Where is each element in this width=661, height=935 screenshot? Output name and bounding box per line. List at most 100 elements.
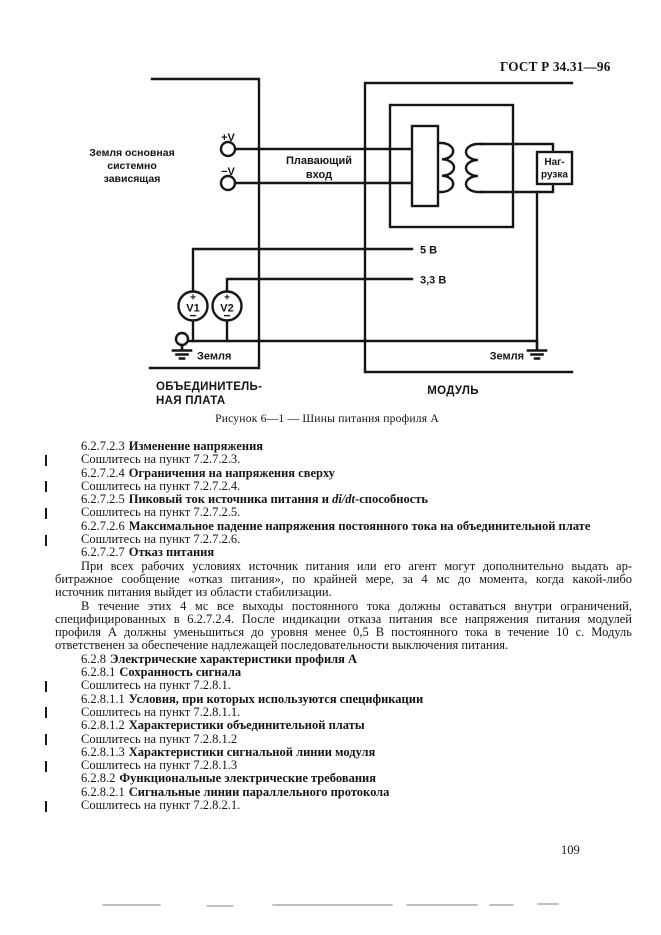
- text-run: Сошлитесь на пункт 7.2.8.1.1.: [81, 704, 241, 719]
- page-number: 109: [561, 843, 580, 857]
- text-run: Сошлитесь на пункт 7.2.7.2.6.: [81, 532, 241, 547]
- change-bar: [45, 760, 48, 772]
- converter-input-block: [410, 124, 440, 208]
- paragraph-line: ответственен за обеспечение надлежащей п…: [55, 639, 632, 652]
- change-bar: [45, 534, 48, 546]
- reference-line: Сошлитесь на пункт 7.2.7.2.5.: [45, 505, 632, 520]
- text-run: 6.2.8.1.3: [81, 744, 125, 759]
- text-run: Изменение напряжения: [128, 439, 264, 453]
- text-run: 6.2.8.2.1: [81, 784, 125, 799]
- v2-minus-sign: −: [223, 309, 230, 323]
- paragraph-line: При всех рабочих условиях источник питан…: [55, 560, 632, 573]
- backplane-label: ОБЪЕДИНИТЕЛЬ-: [156, 381, 262, 393]
- text-run: Сошлитесь на пункт 7.2.8.1.: [81, 678, 231, 693]
- module-outline: [363, 81, 574, 374]
- load-box: [535, 150, 574, 186]
- text-run: 6.2.8.1.1: [81, 691, 125, 706]
- text-run: Характеристики сигнальной линии модуля: [128, 744, 376, 759]
- ground-symbol-right: [526, 340, 548, 360]
- v1-minus-sign: −: [189, 309, 196, 323]
- ground-terminal: [174, 331, 190, 347]
- text-run: В течение этих 4 мс все выходы постоянно…: [81, 599, 632, 613]
- text-run: Характеристики объединительной платы: [128, 718, 365, 733]
- source-v2: [211, 290, 243, 322]
- text-run: Сошлитесь на пункт 7.2.7.2.5.: [81, 505, 241, 520]
- reference-line: Сошлитесь на пункт 7.2.8.1.3: [45, 758, 632, 772]
- floating-input-label: Плавающий: [286, 155, 352, 167]
- text-run: Ограничения на напряжения сверху: [128, 465, 335, 480]
- backplane-label: НАЯ ПЛАТА: [156, 395, 225, 407]
- text-run: Максимальное падение напряжения постоянн…: [128, 518, 591, 533]
- text-run: Отказ питания: [128, 545, 215, 560]
- text-run: 6.2.7.2.4: [81, 465, 125, 480]
- change-bar: [45, 481, 48, 493]
- terminal-plus-v: [219, 140, 237, 158]
- doc-number: ГОСТ Р 34.31—96: [500, 59, 611, 74]
- text-run: 6.2.8.2: [81, 771, 116, 786]
- plus-v-label: +V: [221, 132, 235, 144]
- text-run: Сигнальные линии параллельного протокола: [128, 784, 390, 799]
- text-run: специфицированных в 6.2.7.2.4. После инд…: [55, 612, 632, 626]
- paragraph-line: профиля А должны уменьшиться до уровня м…: [55, 626, 632, 639]
- text-run: -способность: [355, 492, 428, 507]
- text-run: Сошлитесь на пункт 7.2.7.2.4.: [81, 478, 241, 493]
- change-bar: [45, 800, 48, 812]
- text-run: Сохранность сигнала: [119, 665, 242, 680]
- bus-3v3-label: 3,3 В: [420, 275, 446, 287]
- text-run: Условия, при которых используются специф…: [128, 691, 424, 706]
- reference-line: Сошлитесь на пункт 7.2.8.1.: [45, 678, 632, 693]
- text-run: Функциональные электрические требования: [119, 771, 376, 786]
- text-run: 6.2.7.2.6: [81, 518, 125, 533]
- system-ground-label: Земля основная: [89, 147, 174, 159]
- change-bar: [45, 707, 48, 719]
- bus-5v-label: 5 В: [420, 245, 437, 257]
- transformer-primary-coil: [436, 141, 456, 194]
- minus-v-label: −V: [221, 166, 235, 178]
- ground-left-label: Земля: [197, 351, 231, 363]
- text-run: Электрические характеристики профиля А: [110, 651, 358, 666]
- change-bar: [45, 507, 48, 519]
- paragraph-line: специфицированных в 6.2.7.2.4. После инд…: [55, 613, 632, 626]
- text-run: битражное сообщение «отказ питания», по …: [55, 572, 632, 586]
- transformer-secondary-coil: [464, 142, 484, 194]
- load-label: рузка: [541, 170, 568, 181]
- reference-line: Сошлитесь на пункт 7.2.8.1.2: [45, 732, 632, 746]
- text-run: 6.2.7.2.7: [81, 545, 125, 560]
- text-run: 6.2.7.2.3: [81, 439, 125, 453]
- module-label: МОДУЛЬ: [427, 385, 479, 397]
- text-run: ответственен за обеспечение надлежащей п…: [55, 638, 509, 653]
- figure-caption: Рисунок 6—1 — Шины питания профиля А: [215, 412, 439, 425]
- paragraph-line: источник питания выйдет из области стаби…: [55, 586, 632, 599]
- text-run: источник питания выйдет из области стаби…: [55, 585, 332, 600]
- reference-line: Сошлитесь на пункт 7.2.7.2.6.: [45, 532, 632, 547]
- change-bar: [45, 680, 48, 692]
- load-label: Наг-: [544, 157, 564, 168]
- floating-input-label: вход: [306, 169, 332, 181]
- reference-line: Сошлитесь на пункт 7.2.7.2.4.: [45, 478, 632, 493]
- reference-line: Сошлитесь на пункт 7.2.8.1.1.: [45, 704, 632, 719]
- change-bar: [45, 734, 48, 746]
- system-ground-label: зависящая: [104, 173, 161, 185]
- reference-line: Сошлитесь на пункт 7.2.8.2.1.: [45, 798, 632, 813]
- text-run: При всех рабочих условиях источник питан…: [81, 559, 632, 573]
- text-run: Сошлитесь на пункт 7.2.8.2.1.: [81, 798, 241, 813]
- text-run: 6.2.8.1: [81, 665, 116, 680]
- text-run: 6.2.7.2.5: [81, 492, 125, 507]
- change-bar: [45, 454, 48, 466]
- text-run: di/dt: [332, 492, 356, 507]
- v1-plus-sign: +: [190, 293, 196, 304]
- ground-symbol-left: [171, 343, 193, 360]
